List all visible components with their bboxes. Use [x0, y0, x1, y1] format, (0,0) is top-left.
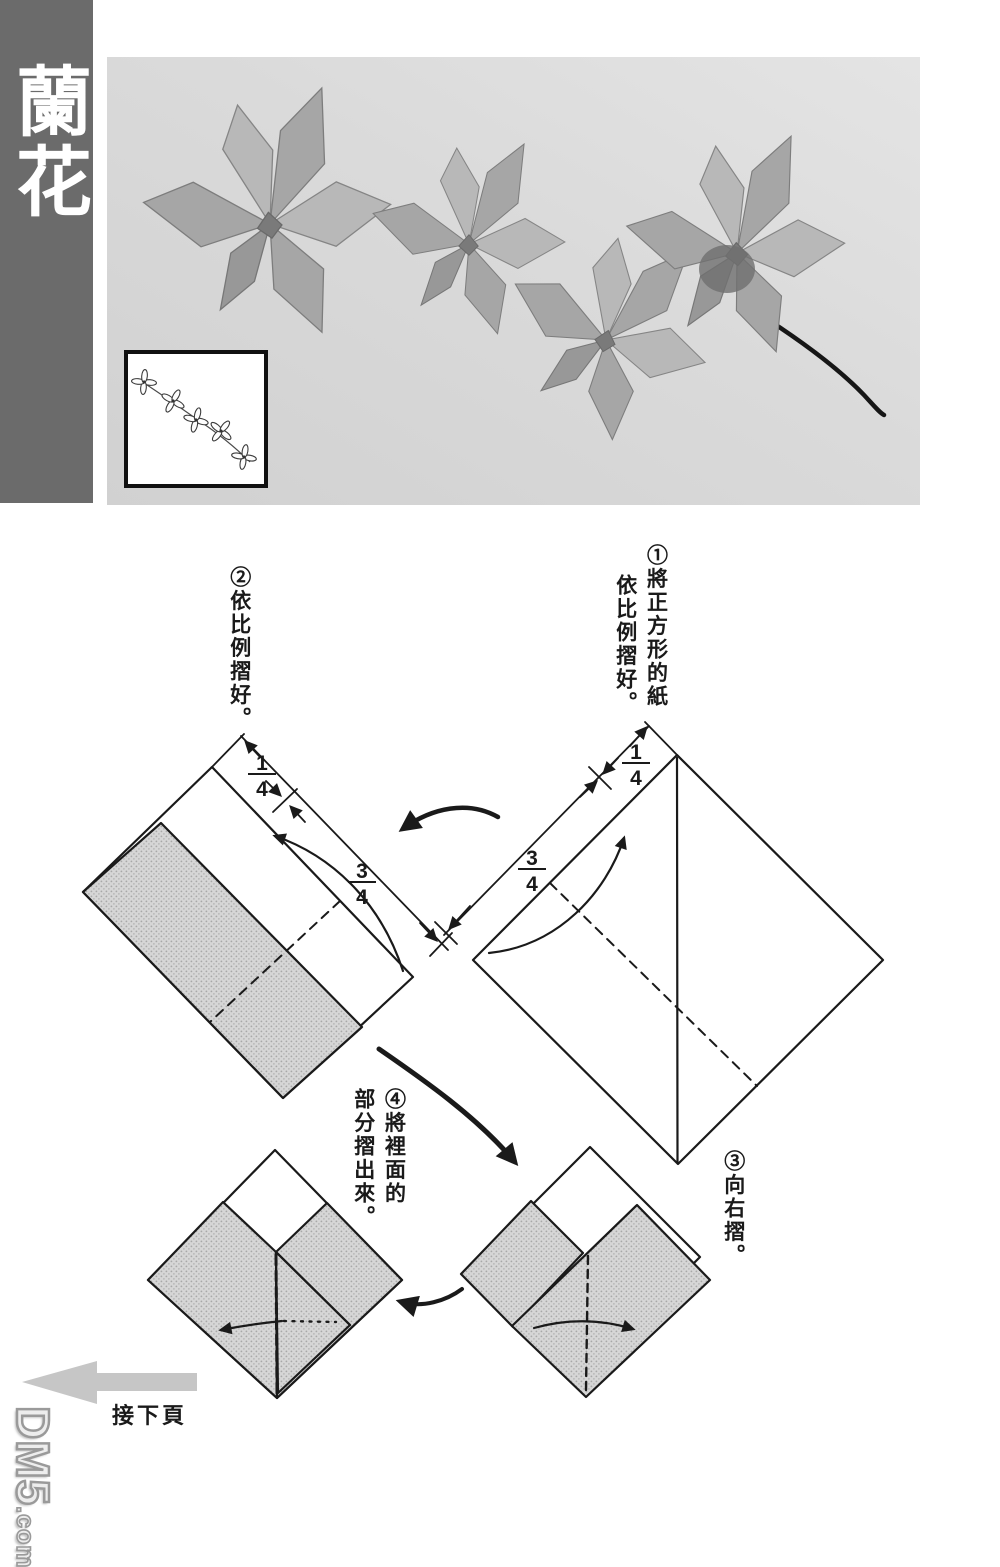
- svg-text:4: 4: [256, 778, 268, 801]
- inner-flap-triangle: [274, 1250, 352, 1395]
- flower-center-shadow: [699, 245, 755, 293]
- watermark-site: DM5: [6, 1405, 61, 1508]
- next-page-label: 接下頁: [112, 1403, 188, 1428]
- step-3-instructions: ③向右摺。: [720, 1150, 745, 1268]
- step-1-text: 依比例摺好。: [613, 574, 637, 715]
- chapter-title-bar: 蘭花: [0, 0, 93, 503]
- svg-text:3: 3: [526, 847, 538, 870]
- left-flap: [146, 1200, 279, 1400]
- svg-text:4: 4: [356, 886, 368, 909]
- step-1-instructions: ①將正方形的紙 依比例摺好。: [612, 544, 668, 715]
- arrow-step3-to-step4: [395, 1287, 464, 1317]
- dimension-lines: [210, 733, 453, 957]
- orchid-photo: [107, 57, 920, 505]
- svg-text:1: 1: [630, 741, 642, 764]
- svg-text:3: 3: [356, 860, 368, 883]
- step-1-text: ①將正方形的紙: [644, 544, 668, 709]
- watermark-domain: .com: [10, 1505, 40, 1567]
- fold-arrow: [532, 1319, 636, 1332]
- fraction-one-quarter: 1 4: [248, 752, 276, 801]
- svg-text:1: 1: [256, 752, 268, 775]
- step-4-text: ④將裡面的: [382, 1088, 406, 1206]
- fold-line-dashed: [274, 1253, 279, 1395]
- orchid-stem: [745, 304, 887, 418]
- fraction-one-quarter: 1 4: [622, 741, 650, 790]
- folded-layer: [81, 821, 364, 1100]
- fold-arrow: [272, 833, 405, 973]
- step-1-figure: 1 4 3 4: [434, 721, 885, 1166]
- step-2-instructions: ②依比例摺好。: [226, 566, 251, 731]
- left-flap: [459, 1199, 585, 1329]
- arrow-step1-to-step2: [398, 805, 501, 832]
- right-flap: [510, 1203, 712, 1399]
- step-3-figure: [459, 1145, 712, 1399]
- step-3-text: ③向右摺。: [721, 1150, 745, 1268]
- dimension-lines: [434, 721, 682, 945]
- svg-text:4: 4: [630, 767, 642, 790]
- fraction-three-quarters: 3 4: [348, 860, 376, 909]
- step-4-text: 部分摺出來。: [351, 1088, 375, 1229]
- orchid-line-drawing: [128, 365, 260, 473]
- step-2-figure: 1 4 3 4: [81, 733, 453, 1100]
- site-watermark: DM5.com: [6, 1405, 61, 1567]
- orchid-sketch-inset: [124, 350, 268, 488]
- hidden-fold-dotted: [282, 1319, 338, 1324]
- right-flap: [274, 1201, 404, 1400]
- fold-arrow: [218, 1319, 284, 1335]
- fold-line-dashed: [209, 900, 341, 1023]
- svg-text:4: 4: [526, 873, 538, 896]
- fold-line-dashed: [549, 882, 758, 1087]
- fold-line-dashed: [584, 1254, 590, 1392]
- step-2-text: ②依比例摺好。: [227, 566, 251, 731]
- chapter-title: 蘭花: [4, 62, 89, 222]
- fraction-three-quarters: 3 4: [518, 847, 546, 896]
- fold-arrow: [487, 835, 627, 955]
- step-4-instructions: ④將裡面的 部分摺出來。: [350, 1088, 406, 1229]
